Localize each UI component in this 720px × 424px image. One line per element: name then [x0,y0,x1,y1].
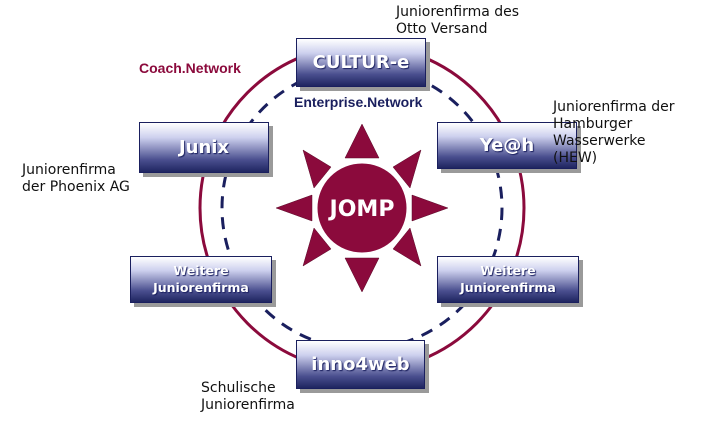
yeah-description: Juniorenfirma der Hamburger Wasserwerke … [553,99,675,166]
node-weitere-right-label: Weitere Juniorenfirma [460,262,556,295]
node-junix-label: Junix [178,137,230,158]
sun-rays [275,123,449,293]
node-weitere-left[interactable]: Weitere Juniorenfirma [130,256,272,303]
sun-ray-nw [302,149,332,189]
jomp-core [314,160,410,256]
sun-ray-n [344,123,380,159]
node-inno4web-label: inno4web [311,354,410,375]
coach-network-label: Coach.Network [139,60,241,76]
node-yeah-label: Ye@h [479,135,535,156]
sun-ray-s [344,257,380,293]
node-yeah[interactable]: Ye@h [437,122,577,169]
sun-ray-ne [392,149,422,189]
node-inno4web[interactable]: inno4web [296,340,425,389]
node-weitere-left-label: Weitere Juniorenfirma [153,262,249,295]
sun-ray-se [392,227,422,267]
jomp-label: JOMP [328,197,395,222]
node-culture[interactable]: CULTUR-e [296,38,426,87]
junix-description: Juniorenfirma der Phoenix AG [22,162,130,195]
node-junix[interactable]: Junix [139,122,269,173]
sun-ray-w [275,194,313,222]
node-weitere-right[interactable]: Weitere Juniorenfirma [437,256,579,303]
node-culture-label: CULTUR-e [312,52,410,73]
sun-ray-e [411,194,449,222]
culture-description: Juniorenfirma des Otto Versand [396,4,520,37]
enterprise-network-label: Enterprise.Network [294,94,423,110]
sun-ray-sw [302,227,332,267]
inno4web-description: Schulische Juniorenfirma [201,380,295,413]
